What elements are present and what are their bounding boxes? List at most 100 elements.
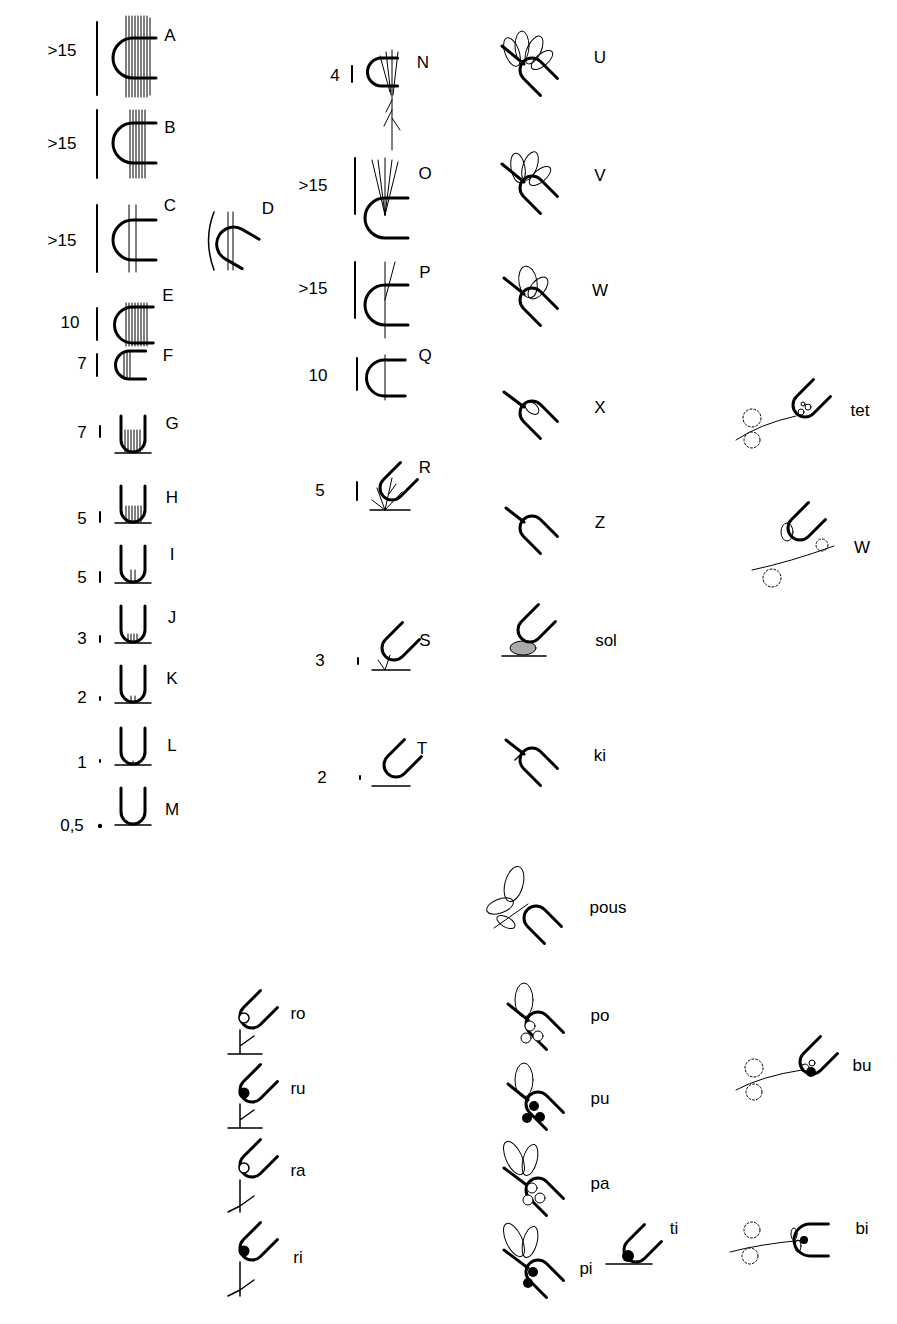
hair-symbol bbox=[126, 16, 150, 97]
hair-symbol bbox=[115, 416, 151, 453]
scale-value: >15 bbox=[48, 232, 77, 249]
symbol-letter: X bbox=[594, 399, 605, 416]
petal-symbol bbox=[502, 164, 524, 182]
symbol-letter: O bbox=[418, 165, 431, 182]
scale-value: 0,5 bbox=[60, 817, 84, 834]
petal-symbol bbox=[518, 150, 541, 183]
scale-value: 7 bbox=[77, 355, 86, 372]
symbol-letter: K bbox=[166, 670, 177, 687]
hair-symbol bbox=[372, 740, 421, 786]
hair-symbol bbox=[113, 205, 156, 272]
hair-symbol bbox=[372, 623, 419, 670]
bu-symbol bbox=[809, 1060, 815, 1066]
ro-symbol bbox=[228, 1030, 262, 1054]
bi-symbol bbox=[730, 1222, 828, 1264]
petal-symbol bbox=[521, 33, 546, 66]
hair-symbol bbox=[115, 788, 151, 825]
scale-value: >15 bbox=[48, 135, 77, 152]
hair-symbol bbox=[133, 761, 134, 764]
symbol-code: ti bbox=[670, 1220, 679, 1237]
pa-symbol bbox=[523, 1195, 533, 1205]
ri-symbol bbox=[239, 1246, 250, 1257]
hair-symbol bbox=[113, 110, 156, 178]
hair-symbol bbox=[113, 123, 156, 163]
tet-symbol bbox=[798, 409, 804, 415]
symbol-code: ra bbox=[290, 1162, 305, 1179]
scale-bar bbox=[352, 66, 360, 779]
tet-symbol bbox=[736, 380, 830, 448]
symbol-letter: D bbox=[262, 200, 274, 217]
w-symbol bbox=[781, 523, 793, 541]
symbol-letter: S bbox=[419, 632, 430, 649]
symbol-code: sol bbox=[595, 632, 617, 649]
scale-value: >15 bbox=[299, 280, 328, 297]
symbol-code: ki bbox=[594, 747, 606, 764]
pa-symbol bbox=[499, 1138, 529, 1177]
hair-symbol bbox=[385, 262, 395, 338]
symbol-code: pi bbox=[579, 1260, 592, 1277]
petal-symbol bbox=[524, 274, 551, 303]
petal-symbol bbox=[515, 283, 557, 325]
petal-symbol bbox=[515, 511, 557, 553]
hair-symbol bbox=[121, 728, 145, 764]
petal-symbol bbox=[509, 152, 528, 184]
scale-value: 5 bbox=[315, 482, 324, 499]
tet-symbol bbox=[743, 409, 761, 427]
symbol-code: pa bbox=[591, 1175, 610, 1192]
pu-symbol bbox=[529, 1101, 539, 1111]
ki-symbol bbox=[515, 754, 521, 760]
symbol-letter: A bbox=[164, 27, 175, 44]
pous-symbol bbox=[495, 913, 517, 932]
hair-symbol bbox=[379, 740, 421, 782]
ro-symbol bbox=[235, 991, 277, 1033]
pa-symbol bbox=[519, 1143, 541, 1178]
po-symbol bbox=[521, 1007, 563, 1049]
pu-symbol bbox=[508, 1063, 563, 1129]
hair-symbol bbox=[372, 785, 410, 787]
bu-symbol bbox=[746, 1084, 762, 1100]
scale-value: 3 bbox=[315, 652, 324, 669]
ki-symbol bbox=[506, 740, 557, 785]
bu-symbol bbox=[736, 1037, 837, 1100]
pi-symbol bbox=[521, 1255, 563, 1297]
bu-symbol bbox=[745, 1059, 763, 1077]
pa-symbol bbox=[535, 1193, 545, 1203]
ti-symbol bbox=[606, 1225, 661, 1267]
pa-symbol bbox=[499, 1138, 563, 1215]
hair-symbol bbox=[365, 198, 408, 238]
pi-symbol bbox=[499, 1220, 529, 1259]
petal-symbol bbox=[504, 392, 557, 438]
hair-symbol bbox=[125, 430, 140, 452]
ru-symbol bbox=[228, 1065, 277, 1128]
symbol-letter: R bbox=[419, 459, 431, 476]
w-symbol bbox=[763, 569, 781, 587]
bu-symbol bbox=[795, 1037, 837, 1079]
pi-symbol bbox=[519, 1225, 541, 1260]
tet-symbol bbox=[805, 404, 811, 410]
symbol-code: ru bbox=[290, 1080, 305, 1097]
hair-symbol bbox=[385, 355, 386, 400]
ra-symbol bbox=[228, 1140, 277, 1212]
hair-symbol bbox=[372, 478, 402, 510]
ru-symbol bbox=[235, 1065, 277, 1107]
hair-symbol bbox=[115, 546, 151, 583]
symbol-letter: P bbox=[419, 264, 430, 281]
hair-symbol bbox=[113, 16, 156, 97]
symbol-letter: H bbox=[166, 489, 178, 506]
symbol-illustration bbox=[97, 16, 837, 1297]
petal-symbol bbox=[506, 508, 557, 553]
pu-symbol bbox=[522, 1113, 532, 1123]
ti-symbol bbox=[606, 1263, 652, 1265]
hair-symbol bbox=[365, 285, 408, 325]
hair-symbol bbox=[115, 582, 151, 584]
hair-symbol bbox=[115, 728, 151, 765]
petal-symbol bbox=[515, 396, 557, 438]
po-symbol bbox=[533, 1031, 543, 1041]
scale-value: 7 bbox=[77, 424, 86, 441]
sol-symbol bbox=[502, 605, 555, 656]
symbol-letter: N bbox=[417, 54, 429, 71]
sol-symbol bbox=[513, 605, 555, 647]
tet-symbol bbox=[801, 402, 805, 406]
